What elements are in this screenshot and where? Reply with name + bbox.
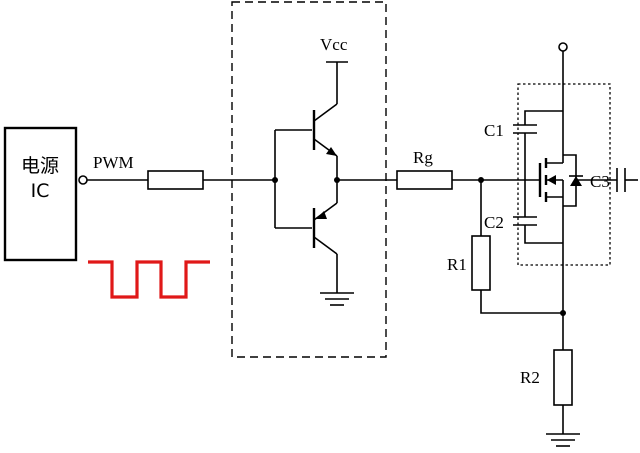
output-ground-icon [546, 433, 580, 447]
power-ic-block: 电源 IC [3, 126, 78, 262]
wire-c1-upper [524, 110, 563, 125]
pwm-label: PWM [93, 153, 134, 172]
c2-label: C2 [484, 213, 504, 232]
drain-supply-terminal [558, 42, 568, 52]
input-resistor [147, 170, 204, 190]
ic-label-line1: 电源 [21, 155, 59, 177]
resistor-r1 [471, 235, 491, 291]
rg-label: Rg [413, 148, 433, 167]
r2-label: R2 [520, 368, 540, 387]
gate-resistor-rg [396, 170, 453, 190]
r1-label: R1 [447, 255, 467, 274]
ic-label-line2: IC [31, 180, 50, 202]
resistor-r2 [553, 349, 573, 406]
vcc-label: Vcc [320, 35, 348, 54]
c1-label: C1 [484, 121, 504, 140]
mosfet-dotted-box [517, 83, 611, 266]
wire-c2-lower [524, 225, 563, 244]
wire-r1-to-source [480, 290, 563, 314]
pnp-transistor [312, 202, 338, 255]
driver-ground-icon [320, 292, 354, 306]
pwm-output-pin [78, 175, 88, 185]
pwm-waveform [88, 260, 210, 299]
npn-transistor [312, 103, 338, 157]
c3-label: C3 [590, 172, 610, 191]
